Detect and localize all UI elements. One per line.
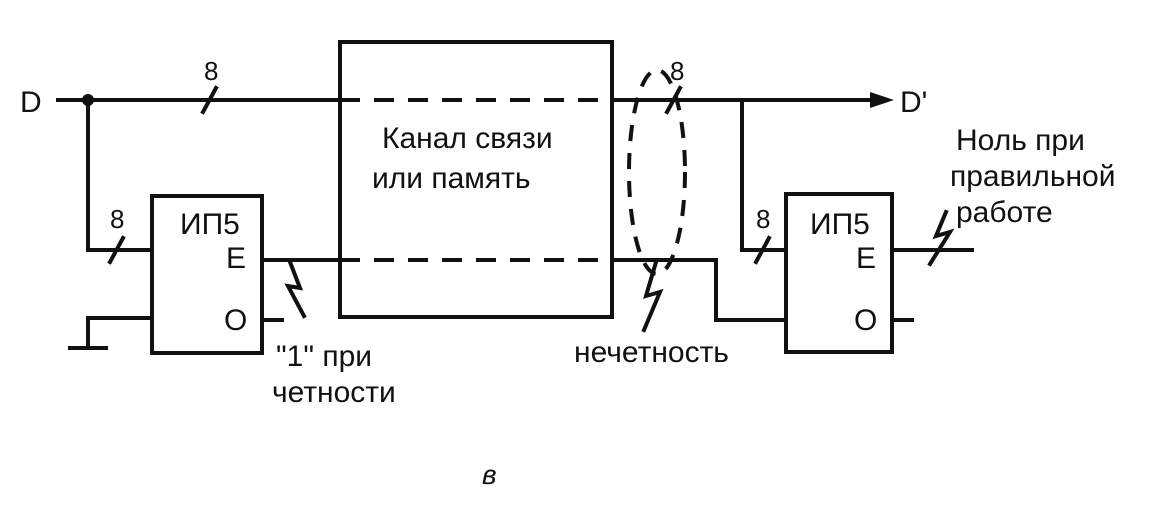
data-out-label: D' (900, 86, 927, 119)
lightning-ok-icon (927, 209, 955, 267)
left-chip-pin-o: O (224, 304, 247, 337)
figure-caption: в (482, 459, 497, 490)
ground-wire (86, 316, 154, 350)
ok-note-line3: работе (956, 196, 1053, 229)
data-out-arrow (870, 92, 894, 108)
channel-label-line2: или память (372, 162, 531, 195)
right-chip-pin-o: O (854, 304, 877, 337)
left-chip-title: ИП5 (180, 208, 240, 241)
left-chip-data-wire (86, 98, 154, 252)
lightning-parity-icon (284, 259, 307, 319)
odd-parity-note: нечетность (574, 336, 729, 369)
bus-tick-right-chip (753, 235, 772, 265)
bus-tick-left-chip (107, 235, 126, 265)
left-chip-pin-e: E (226, 242, 246, 275)
parity-to-right-chip (610, 258, 788, 322)
ok-note-line1: Ноль при (956, 124, 1085, 157)
channel-box (338, 40, 614, 319)
bus-width-main-out: 8 (670, 56, 684, 86)
parity-note-line2: четности (272, 376, 396, 409)
bus-tick-main-in (200, 85, 219, 115)
left-parity-chip (150, 194, 264, 355)
right-parity-chip (784, 192, 894, 354)
data-parity-group-ellipse (627, 68, 687, 276)
right-chip-pin-e: E (856, 242, 876, 275)
parity-note-line1: "1" при (276, 340, 372, 373)
bus-width-main-in: 8 (204, 56, 218, 86)
ok-note-line2: правильной (950, 160, 1115, 193)
bus-width-right-chip: 8 (756, 204, 770, 234)
bus-tick-main-out (664, 85, 683, 115)
right-chip-title: ИП5 (810, 208, 870, 241)
data-in-label: D (20, 86, 42, 119)
bus-width-left-chip: 8 (110, 204, 124, 234)
right-chip-data-wire (740, 98, 788, 252)
lightning-odd-icon (641, 259, 664, 333)
channel-label-line1: Канал связи (382, 122, 553, 155)
